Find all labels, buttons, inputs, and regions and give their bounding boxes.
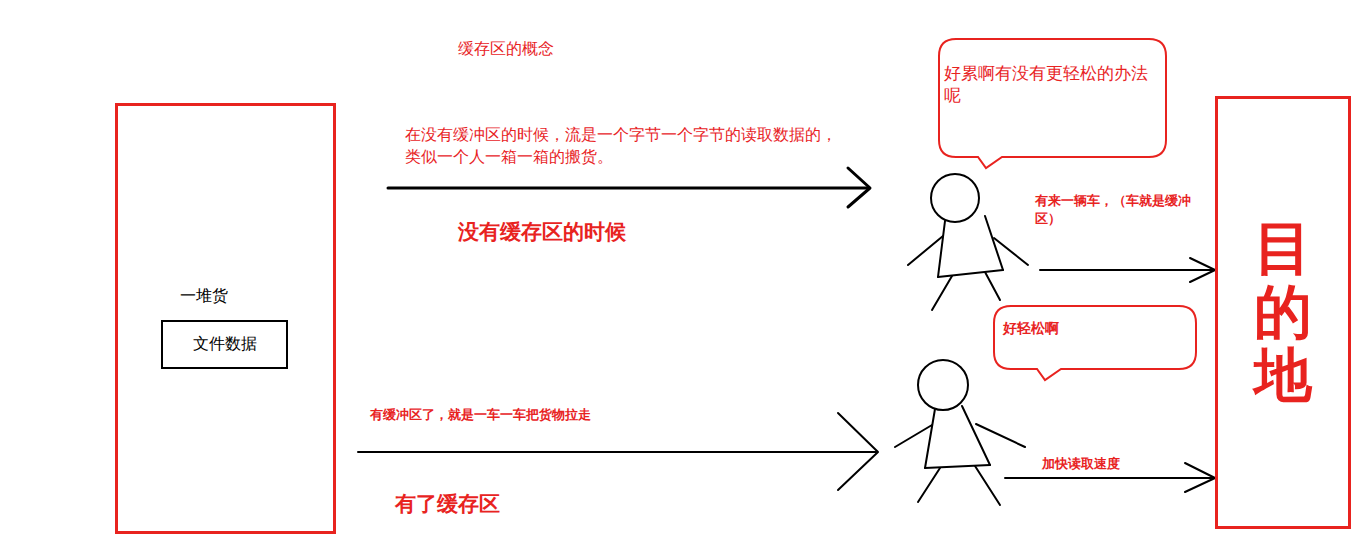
note-label: 有来一辆车，（车就是缓冲区） bbox=[1035, 192, 1207, 227]
flow-arrow bbox=[1040, 269, 1213, 271]
flow-arrow bbox=[1005, 477, 1213, 479]
note-label: 没有缓存区的时候 bbox=[458, 218, 626, 246]
title: 缓存区的概念 bbox=[458, 38, 554, 60]
node-text: 好累啊有没有更轻松的办法呢 bbox=[944, 62, 1162, 106]
arrow-head bbox=[1190, 258, 1215, 282]
note-label: 加快读取速度 bbox=[1042, 455, 1120, 473]
bubble-outline bbox=[993, 305, 1197, 370]
data-box: 文件数据 bbox=[161, 320, 288, 369]
node-text: 目的地 bbox=[1254, 217, 1312, 408]
note-label: 有了缓存区 bbox=[395, 490, 500, 518]
bubble-outline bbox=[938, 38, 1167, 158]
speech-bubble: 好轻松啊 bbox=[993, 305, 1197, 370]
speech-bubble: 好累啊有没有更轻松的办法呢 bbox=[938, 38, 1167, 158]
arrow-head bbox=[1185, 463, 1215, 492]
note-label: 在没有缓冲区的时候，流是一个字节一个字节的读取数据的，类似一个人一箱一箱的搬货。 bbox=[405, 124, 837, 167]
flow-arrow bbox=[388, 187, 868, 190]
node-text: 好轻松啊 bbox=[1003, 319, 1183, 337]
flow-arrow bbox=[358, 451, 876, 453]
stick-figure bbox=[908, 174, 1028, 310]
bubble-outline bbox=[994, 306, 1196, 380]
destination-box: 目的地 bbox=[1215, 96, 1351, 529]
stick-figure bbox=[895, 360, 1025, 505]
note-label: 有缓冲区了，就是一车一车把货物拉走 bbox=[370, 406, 591, 424]
arrow-head bbox=[838, 413, 878, 490]
source-box: 一堆货文件数据 bbox=[115, 103, 336, 534]
node-text: 一堆货 bbox=[180, 286, 228, 307]
bubble-outline bbox=[939, 39, 1166, 168]
arrow-head bbox=[848, 168, 870, 207]
node-text: 文件数据 bbox=[193, 334, 257, 355]
